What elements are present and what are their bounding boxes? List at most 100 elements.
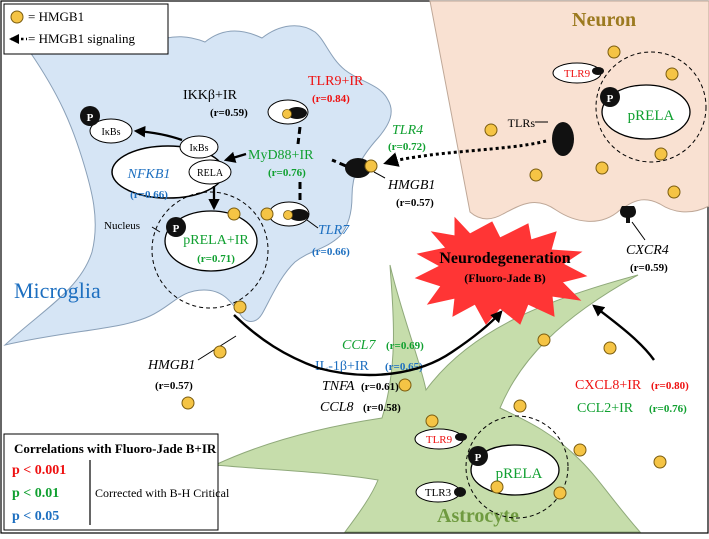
neuron-prela-complex (601, 84, 691, 140)
tlr7-name: TLR7 (318, 223, 350, 238)
tlr4-receptor-icon (345, 158, 371, 178)
cxcr4-leader (631, 221, 646, 241)
hmgb1-dot-icon (654, 147, 668, 161)
nucleus-leader (151, 226, 161, 233)
hmgb1-dot-icon (425, 414, 439, 428)
astrocyte-tlr3-label: TLR3 (425, 487, 452, 499)
legend-signaling-label: = HMGB1 signaling (28, 31, 136, 46)
nfkb1-name: NFKB1 (127, 167, 171, 182)
ccl2-r: (r=0.76) (649, 403, 687, 415)
ikbs-bound-label: IκBs (190, 143, 209, 154)
cxcl8-name: CXCL8+IR (575, 378, 642, 393)
tlr9-myd88-link (296, 126, 302, 145)
cxcl8-r: (r=0.80) (651, 380, 689, 392)
legend-box (3, 3, 169, 55)
tlr4-name: TLR4 (392, 123, 423, 138)
myd88-name: MyD88+IR (248, 148, 314, 163)
astrocyte-tlr9-label: TLR9 (426, 434, 453, 446)
neuron-tlrs-label: TLRs (508, 116, 536, 130)
correlations-title: Correlations with Fluoro-Jade B+IR (14, 441, 217, 456)
tlr7-hmgb1-dot (283, 210, 293, 220)
neurodegeneration-burst (414, 216, 588, 325)
ikbs-phospho-label: P (87, 112, 94, 124)
ikbs-phospho-icon (80, 106, 100, 126)
prela-ir-r: (r=0.71) (197, 253, 235, 265)
hmgb1-dot-icon (595, 161, 609, 175)
neuron-tlr9-knob-icon (592, 67, 604, 75)
astrocyte-tlr3-knob-icon (454, 487, 466, 497)
tnfa-r: (r=0.61) (361, 381, 399, 393)
il1b-name: IL-1β+IR (315, 359, 370, 374)
neuron-label: Neuron (572, 9, 636, 31)
prela-ir-name: pRELA+IR (183, 233, 249, 248)
hmgb1-dot-icon (484, 123, 498, 137)
hmgb1-dot-icon (553, 486, 567, 500)
tlr9-hmgb1-dot (282, 109, 292, 119)
cxcr4-stem-icon (626, 216, 630, 223)
ccl8-name: CCL8 (320, 400, 353, 415)
prela-phospho-label: P (173, 223, 180, 235)
ccl7-r: (r=0.69) (386, 340, 424, 352)
correlations-note: Corrected with B-H Critical (95, 486, 230, 500)
hmgb1-center-r: (r=0.57) (396, 197, 434, 209)
ccl8-r: (r=0.58) (363, 402, 401, 414)
rela-label: RELA (197, 168, 224, 179)
neurodegeneration-title: Neurodegeneration (439, 250, 570, 267)
hmgb1-dot-icon (10, 10, 24, 24)
hmgb1-signaling-arrow (383, 139, 547, 167)
cxcr4-name: CXCR4 (626, 243, 669, 258)
tlr7-leader (306, 219, 319, 229)
prela-phospho-icon (166, 217, 186, 237)
tnfa-name: TNFA (322, 379, 355, 394)
neuron-tlr9-label: TLR9 (564, 68, 591, 80)
tlr9-ir-r: (r=0.84) (312, 93, 350, 105)
cytokine-arrow (233, 310, 503, 377)
ccl7-name: CCL7 (342, 338, 376, 353)
astrocyte-phospho-label: P (475, 452, 482, 464)
hmgb1-left-name: HMGB1 (147, 358, 195, 373)
hmgb1-dot-icon (227, 207, 241, 221)
hmgb1-center-name: HMGB1 (387, 178, 435, 193)
hmgb1-dot-icon (529, 168, 543, 182)
ikkb-name: IKKβ+IR (183, 88, 238, 103)
tlr4-myd88-link (331, 158, 347, 168)
chemokine-arrow (592, 304, 655, 361)
p01-label: p < 0.01 (12, 486, 59, 501)
cxcr4-r: (r=0.59) (630, 262, 668, 274)
microglia-nucleus (151, 191, 269, 309)
nfkb1-r: (r=0.66) (130, 189, 168, 201)
hmgb1-dot-icon (213, 345, 227, 359)
hmgb1-left-r: (r=0.57) (155, 380, 193, 392)
hmgb1-dot-icon (653, 455, 667, 469)
hmgb1-dot-icon (603, 341, 617, 355)
neuron-phospho-label: P (607, 93, 614, 105)
ikkb-r: (r=0.59) (210, 107, 248, 119)
astrocyte-nucleus (465, 415, 569, 519)
correlations-box (3, 433, 219, 531)
hmgb1-center-leader (373, 171, 386, 179)
cxcr4-receptor-icon (620, 206, 636, 218)
prela-ir-complex (164, 210, 258, 272)
tlr9-ir-name: TLR9+IR (308, 74, 364, 89)
ikbs-free (89, 118, 133, 144)
hmgb1-dot-icon (513, 399, 527, 413)
tlr4-r: (r=0.72) (388, 141, 426, 153)
astrocyte-tlr9-knob-icon (455, 433, 467, 441)
ikbs-bound (179, 135, 219, 159)
neuron-tlr-receptor-icon (552, 122, 574, 156)
hmgb1-dot-icon (665, 67, 679, 81)
tlr9-receptor-icon (287, 107, 307, 119)
nucleus-label: Nucleus (104, 220, 140, 232)
p05-label: p < 0.05 (12, 509, 59, 524)
neurodegeneration-subtitle: (Fluoro-Jade B) (464, 271, 545, 285)
hmgb1-dot-icon (233, 300, 247, 314)
neuron-cell (429, 0, 709, 222)
ccl2-name: CCL2+IR (577, 401, 634, 416)
hmgb1-dots (181, 45, 681, 500)
astrocyte-phospho-icon (468, 446, 488, 466)
hmgb1-dot-icon (260, 207, 274, 221)
astrocyte-prela-label: pRELA (496, 466, 543, 482)
